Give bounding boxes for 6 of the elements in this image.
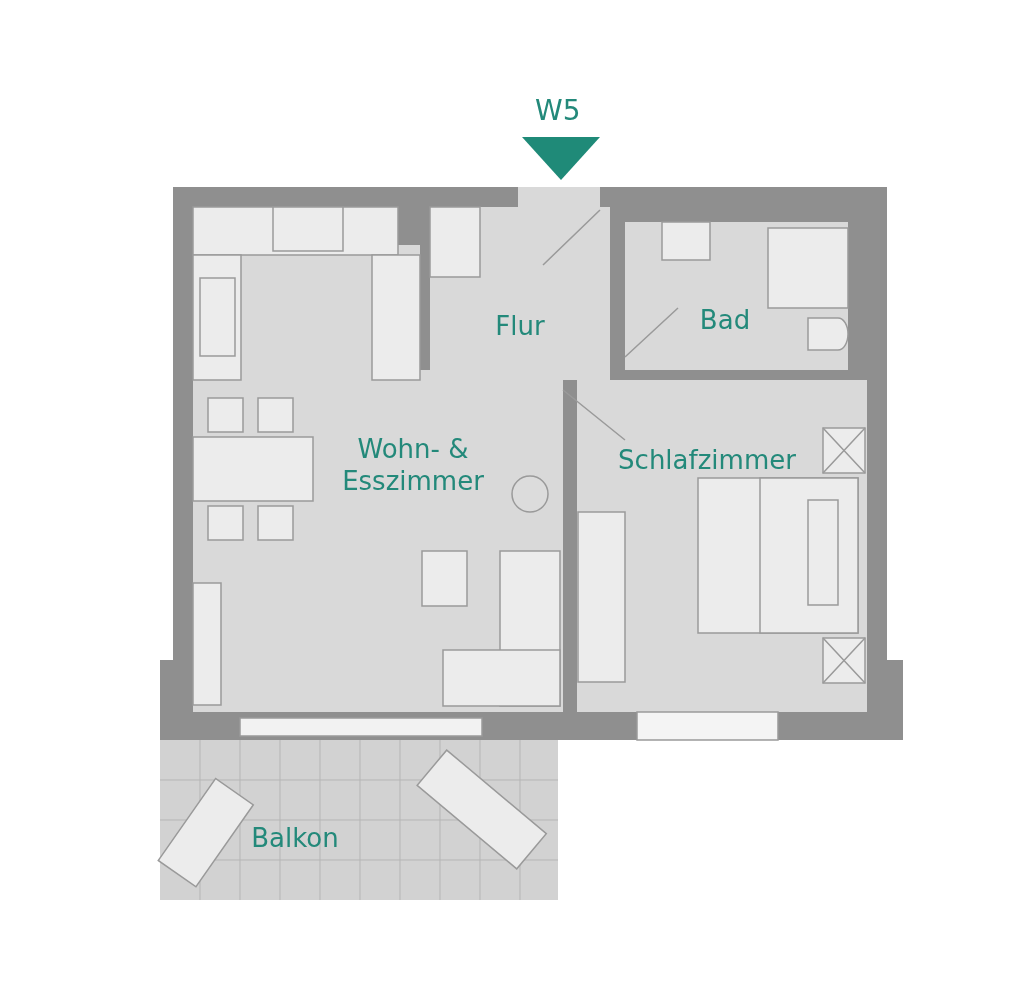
room-label: Schlafzimmer: [617, 444, 797, 476]
room-label: Wohn- & Esszimmer: [341, 433, 485, 497]
room-label: Bad: [698, 304, 752, 336]
room-label: Flur: [494, 310, 546, 342]
apartment-number: W5: [535, 94, 581, 127]
room-label: Balkon: [250, 822, 340, 854]
